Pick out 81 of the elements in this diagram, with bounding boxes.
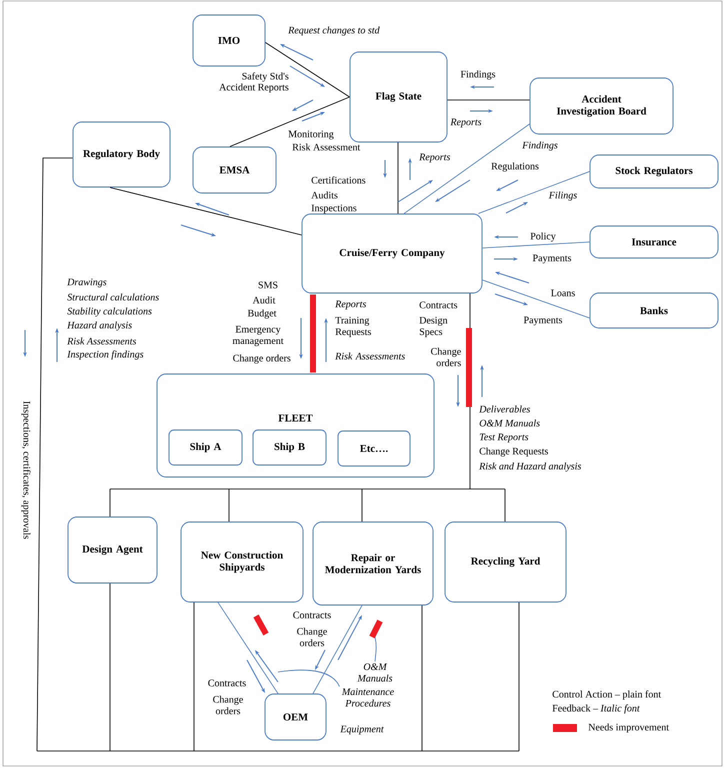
label-text: Filings [548,191,577,201]
feedback-text: O&M Manuals [357,663,392,682]
label-text: Emergency management [232,326,284,346]
label-text: Equipment [340,726,384,734]
label-text: Policy [530,232,556,242]
label-text: O&M Manuals [480,419,540,427]
label-text: Feedback – Italic font [552,704,640,714]
connector-line [404,124,530,214]
connector-line [482,280,590,318]
connector-line [228,488,230,522]
needs-improvement-bar [369,620,383,638]
label-text: Audit [252,296,276,304]
label-text: Deliverables [479,405,530,413]
ship-box: Etc…. [338,430,410,466]
entity-box: Recycling Yard [444,522,566,602]
entity-box: New Construction Shipyards [180,522,304,602]
label-text: Payments [524,316,562,326]
entity-box: OEM [264,694,326,740]
entity-box: Flag State [350,52,448,142]
legend-text: Needs improvement [588,723,669,733]
label-text: Test Reports [480,434,528,442]
entity-box: Accident Investigation Board [530,78,674,134]
label-text: SMS [258,282,278,288]
label-text: Change orders [213,696,243,714]
label-text: Control Action – plain font [552,690,662,700]
connector-line [110,187,302,236]
entity-box: Stock Regulators [590,154,718,188]
entity-box: Design Agent [68,516,158,584]
label-text: Inspection findings [67,350,144,360]
label-text: Contracts [208,680,246,686]
ship-box: Ship B [252,430,326,466]
label-text: Findings [460,70,496,80]
label-text: Loans [551,290,575,296]
leader-line [374,636,377,662]
label-text: Stability calculations [67,307,152,317]
label-text: Structural calculations [67,293,159,301]
label-text: Request changes to std [288,26,380,36]
needs-improvement-bar [310,294,316,373]
entity-box: Banks [590,292,718,328]
label-text: Change orders [297,628,327,646]
label-text: Reports [419,154,450,162]
label-text: Contracts [293,612,331,618]
connector-line [482,242,590,248]
connector-line [36,158,520,752]
label-text: Payments [532,254,572,264]
label-text: Audits [311,191,338,199]
label-text: Safety Std's [242,72,288,82]
feedback-text: Maintenance Procedures [342,688,394,707]
label-text: Budget [248,309,276,319]
entity-box: Repair or Modernization Yards [312,522,434,606]
connector-line [518,602,520,752]
connector-line [478,171,590,214]
connector-line [312,605,362,694]
label-text: Risk Assessments [67,337,136,345]
label-text: Risk Assessments [335,352,405,360]
connector-line [218,602,278,694]
label-text: Risk Assessment [292,143,360,151]
label-text: Change orders [233,354,290,364]
entity-box: Cruise/Ferry Company [302,214,482,294]
label-text: Hazard analysis [67,321,132,331]
label-text: Accident Reports [219,83,288,93]
label-text: Inspections, certificates, approvals [21,401,31,539]
entity-box: EMSA [192,146,276,194]
entity-box: IMO [192,14,266,66]
label-text: Certifications [312,176,366,184]
label-text: Change Requests [480,447,548,457]
label-text: Drawings [67,278,106,288]
ship-box: Ship A [168,430,242,466]
label-text: Design Specs [419,316,448,338]
label-text: Change orders [431,348,461,366]
label-text: Monitoring [288,130,334,140]
connector-line [504,488,506,522]
label-text: Findings [522,141,558,151]
entity-box: Regulatory Body [72,122,170,188]
connector-line [230,96,350,147]
label-text: Risk and Hazard analysis [479,462,582,472]
label-text: Regulations [491,162,539,172]
connector-line [265,42,350,98]
label-text: Training Requests [335,316,371,338]
leader-line [278,670,340,687]
entity-box: Insurance [590,226,718,258]
